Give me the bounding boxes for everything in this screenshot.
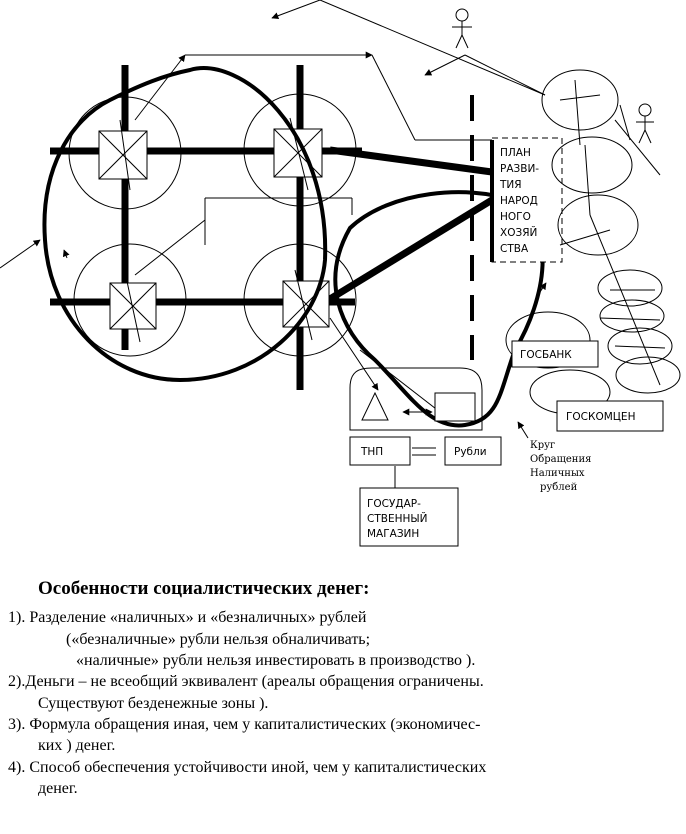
feature-line-6: 3). Формула обращения иная, чем у капита… [8,716,481,733]
plan-label-3: ТИЯ [499,179,522,191]
enterprise-box-1 [98,119,148,191]
goods-triangle-icon [361,391,389,421]
goskomcen-label: ГОСКОМЦЕН [566,411,635,423]
caption-line-4: рублей [540,482,578,493]
circulation-loops [42,66,545,428]
feature-line-3: «наличные» рубли нельзя инвестировать в … [76,652,476,669]
caption-line-2: Обращения [530,454,591,465]
enterprise-boxes [98,117,330,343]
plan-label-6: ХОЗЯЙ [500,226,537,239]
feature-line-7: ких ) денег. [38,737,116,754]
socialist-money-diagram: ПЛАН РАЗВИ- ТИЯ НАРОД НОГО ХОЗЯЙ СТВА [0,0,681,547]
features-title: Особенности социалистических денег: [38,578,370,599]
feature-line-9: денег. [38,780,78,797]
rubli-label: Рубли [454,446,487,458]
shop-label-1: ГОСУДАР- [367,498,421,510]
plan-label-4: НАРОД [500,195,538,207]
feature-line-1: 1). Разделение «наличных» и «безналичных… [8,609,367,626]
enterprise-box-4 [282,269,330,341]
cash-loop [333,190,545,428]
production-links [50,65,494,390]
enterprise-loop [42,66,328,383]
hierarchy-tree [505,69,681,415]
cash-register-box [434,392,476,422]
person-icon [636,103,654,144]
person-icon [452,8,472,49]
feature-line-2: («безналичные» рубли нельзя обналичивать… [66,631,371,648]
tnp-label: ТНП [360,446,383,458]
shop-label-2: СТВЕННЫЙ [367,512,428,525]
plan-label-5: НОГО [500,211,531,223]
shop-area: ТНП Рубли ГОСУДАР- СТВЕННЫЙ МАГАЗИН [349,367,502,547]
gosbank-box: ГОСБАНК [511,340,599,368]
rubli-box [444,436,502,466]
shop-label-3: МАГАЗИН [367,528,419,540]
feature-line-5: Существуют безденежные зоны ). [38,695,269,712]
plan-label-7: СТВА [500,243,529,255]
plan-box: ПЛАН РАЗВИ- ТИЯ НАРОД НОГО ХОЗЯЙ СТВА [490,137,563,263]
caption-line-3: Наличных [530,468,585,479]
tnp-box [349,436,411,466]
feature-line-4: 2).Деньги – не всеобщий эквивалент (ареа… [8,673,484,690]
enterprise-box-3 [109,271,157,343]
cash-circle-caption: Круг Обращения Наличных рублей [530,440,591,493]
feature-line-8: 4). Способ обеспечения устойчивости иной… [8,759,487,776]
thin-arrows [0,0,547,488]
plan-label-2: РАЗВИ- [500,163,539,175]
goskomcen-box: ГОСКОМЦЕН [556,400,664,432]
caption-line-1: Круг [530,440,555,451]
plan-label-1: ПЛАН [500,147,531,159]
state-shop-box [359,487,459,547]
gosbank-label: ГОСБАНК [520,349,572,361]
